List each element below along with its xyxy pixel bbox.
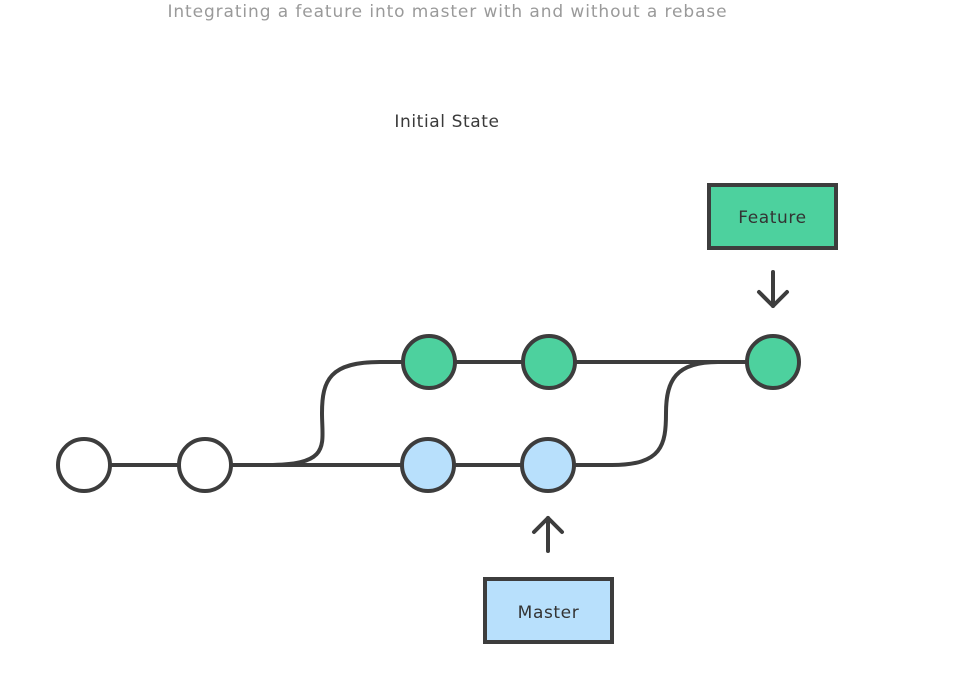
commit-feature-3 xyxy=(745,334,801,390)
feature-label-text: Feature xyxy=(738,208,806,228)
diagram-caption: Integrating a feature into master with a… xyxy=(167,2,728,22)
merge-curve xyxy=(573,360,720,467)
feature-branch-label: Feature xyxy=(707,183,838,250)
commit-master-2 xyxy=(520,437,576,493)
commit-feature-2 xyxy=(521,334,577,390)
commit-feature-1 xyxy=(401,334,457,390)
arrow-down-icon xyxy=(757,270,789,308)
master-branch-label: Master xyxy=(483,577,614,644)
commit-base-2 xyxy=(177,437,233,493)
master-label-text: Master xyxy=(518,603,580,623)
commit-base-1 xyxy=(56,437,112,493)
commit-master-1 xyxy=(400,437,456,493)
state-title: Initial State xyxy=(394,112,500,132)
arrow-up-icon xyxy=(532,516,564,553)
feature-branch-curve xyxy=(266,360,404,467)
